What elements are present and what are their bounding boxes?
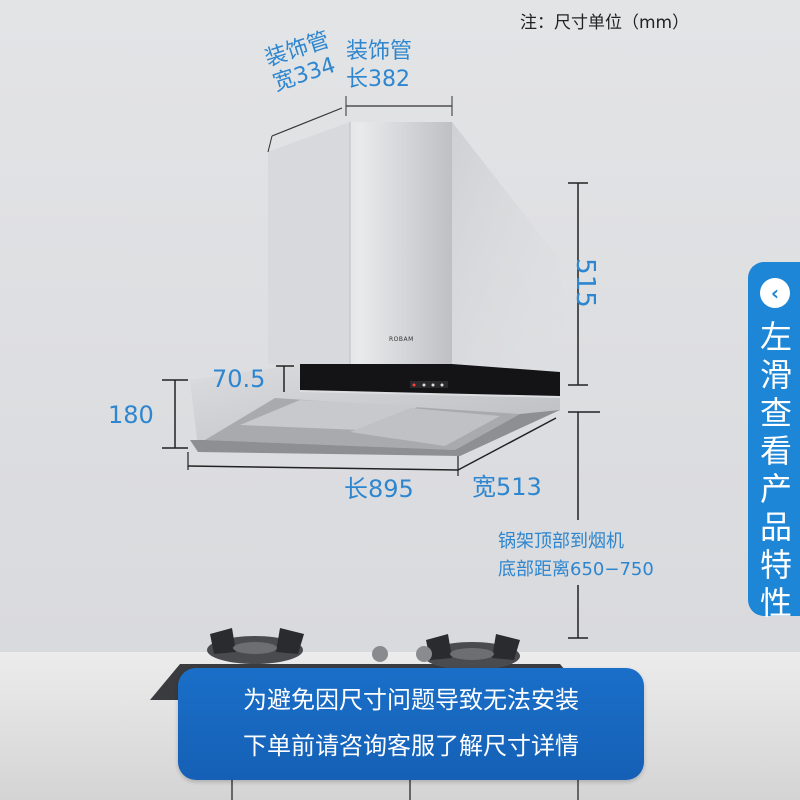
- chevron-left-icon[interactable]: ‹: [760, 278, 790, 308]
- knob-right: [416, 646, 432, 662]
- hood-width-label: 宽513: [472, 473, 542, 501]
- hood-length-label: 长895: [344, 475, 414, 503]
- touch-controls: [410, 381, 448, 388]
- tab-char: 看: [759, 432, 792, 470]
- chimney-side: [268, 122, 350, 364]
- wall-shadow: [452, 122, 566, 395]
- pipe-length-line2: 长382: [346, 67, 410, 92]
- tab-char: 品: [759, 508, 792, 546]
- banner-line2: 下单前请咨询客服了解尺寸详情: [243, 732, 579, 760]
- distance-line2: 底部距离650−750: [498, 559, 654, 580]
- dim-hood-width: [457, 417, 557, 471]
- tab-char: 查: [759, 394, 792, 432]
- hood-height-label: 180: [108, 401, 154, 429]
- dim-hood-length: [187, 465, 459, 471]
- control-panel: [300, 364, 560, 396]
- pipe-length-label: 装饰管 长382: [346, 38, 412, 94]
- brand-logo: ROBAM: [389, 336, 414, 343]
- burner-left: [207, 628, 304, 664]
- install-distance-label: 锅架顶部到烟机 底部距离650−750: [498, 528, 654, 584]
- tab-char: 性: [759, 584, 792, 622]
- view-features-label[interactable]: 左 滑 查 看 产 品 特 性: [756, 318, 796, 622]
- burner-right: [424, 634, 520, 670]
- view-features-tab[interactable]: [748, 262, 800, 616]
- tab-char: 特: [759, 546, 792, 584]
- unit-note: 注：尺寸单位（mm）: [520, 13, 690, 33]
- hood-rim: [190, 410, 560, 456]
- panel-depth-label: 70.5: [212, 365, 266, 393]
- pipe-height-label: 515: [569, 258, 600, 308]
- tab-char: 滑: [759, 356, 792, 394]
- pipe-length-line1: 装饰管: [346, 39, 413, 64]
- knob-left: [372, 646, 388, 662]
- distance-line1: 锅架顶部到烟机: [498, 531, 624, 552]
- tab-char: 产: [759, 470, 792, 508]
- dim-pipe-width: [271, 107, 343, 137]
- tab-char: 左: [759, 318, 792, 356]
- banner-line1: 为避免因尺寸问题导致无法安装: [243, 686, 579, 714]
- consult-service-banner: 为避免因尺寸问题导致无法安装 下单前请咨询客服了解尺寸详情: [178, 668, 644, 780]
